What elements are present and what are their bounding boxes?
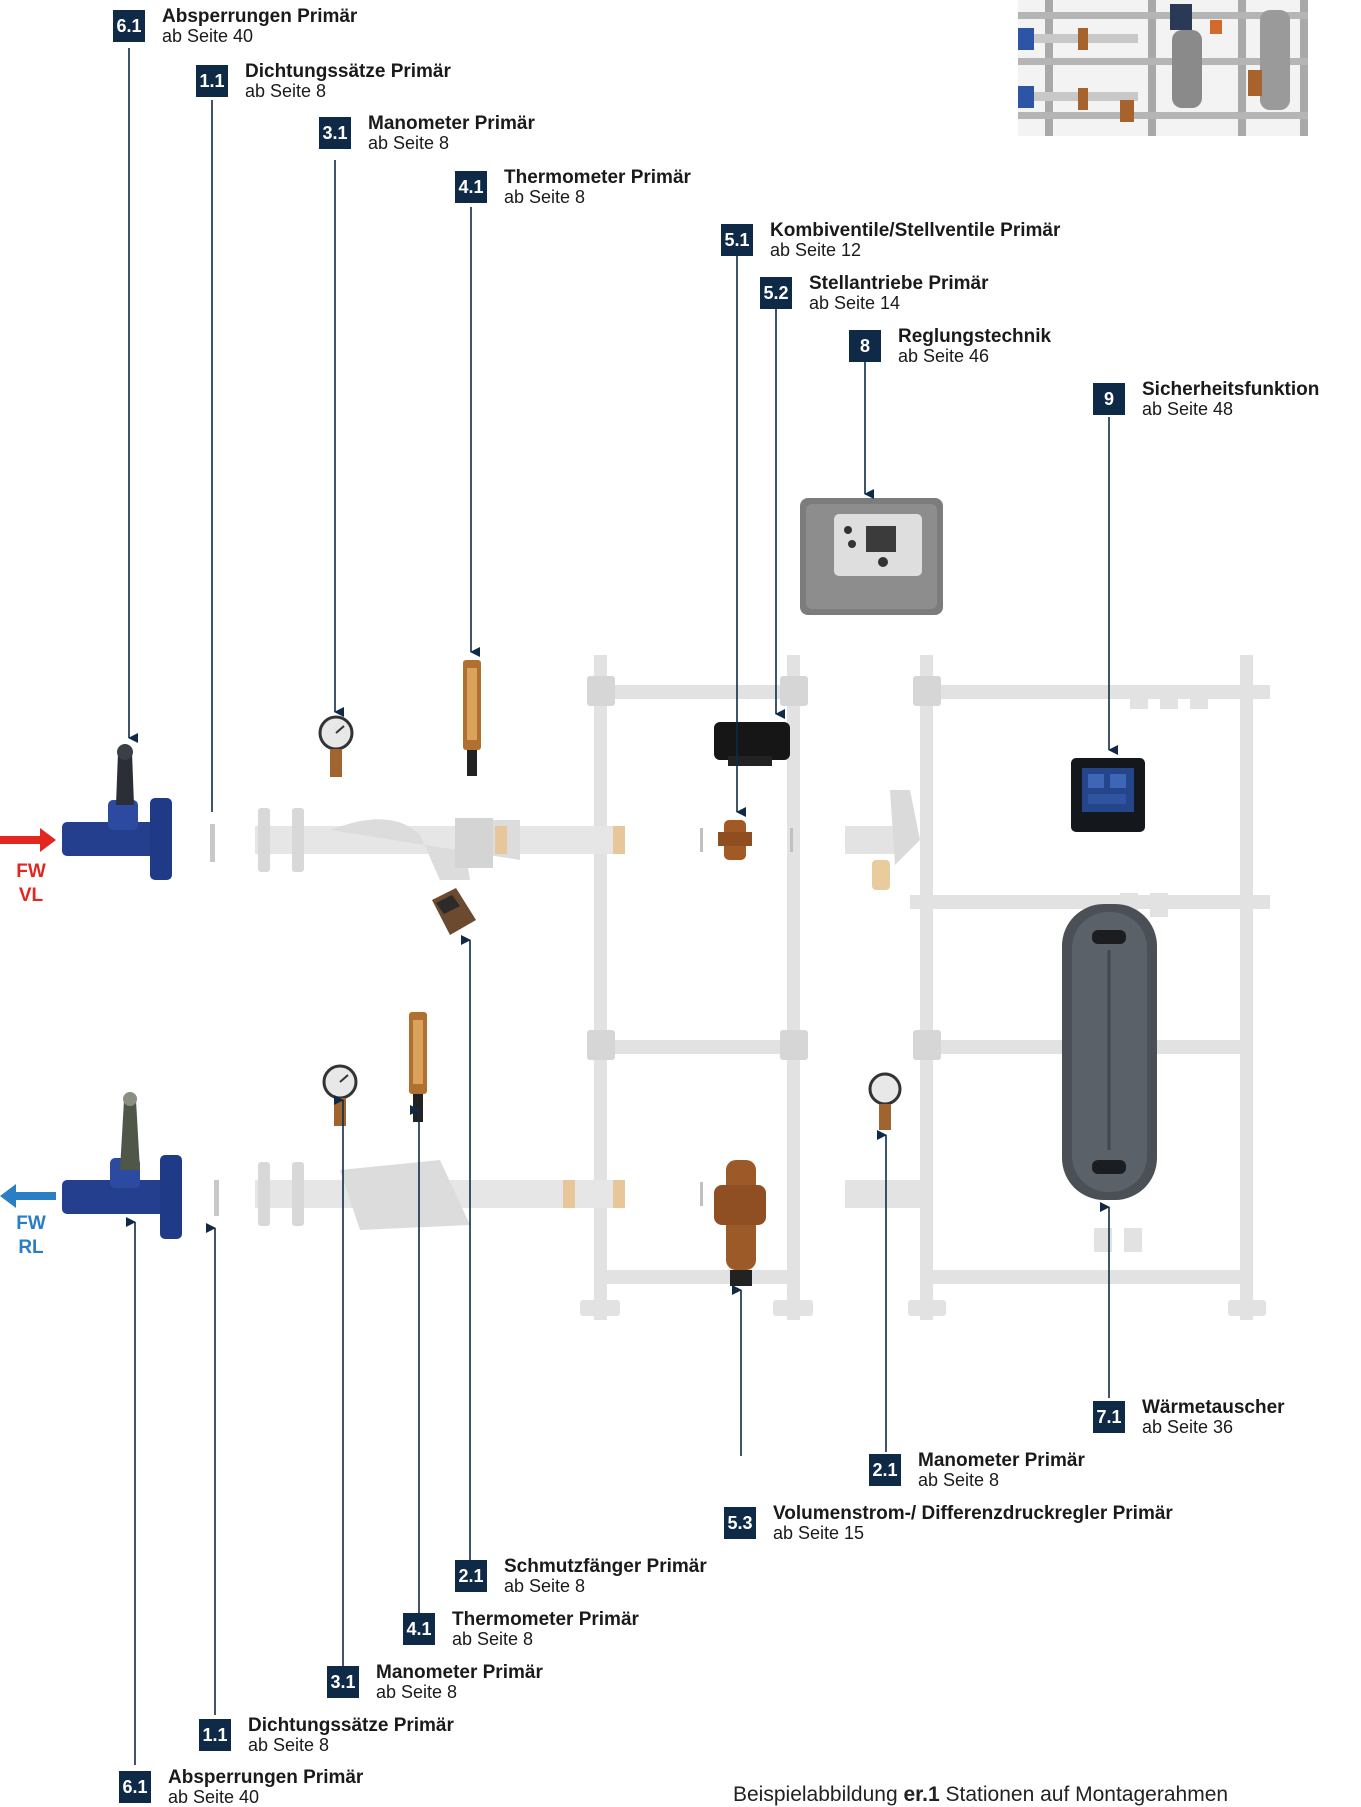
badge: 4.1 [455, 171, 487, 203]
callout-page-ref: ab Seite 8 [504, 187, 586, 207]
return-flow-arrow [0, 1184, 56, 1208]
badge: 1.1 [199, 1719, 231, 1751]
callout-title: Dichtungssätze Primär [248, 1715, 454, 1736]
flow-regulator [714, 1160, 766, 1286]
shutoff-valve-supply [62, 744, 172, 880]
callout-page-ref: ab Seite 36 [1142, 1417, 1234, 1437]
callout-page-ref: ab Seite 8 [376, 1682, 458, 1702]
callout-page-ref: ab Seite 12 [770, 240, 862, 260]
badge: 3.1 [327, 1666, 359, 1698]
badge: 6.1 [119, 1771, 151, 1803]
callout-flow-regulator: 5.3 Volumenstrom-/ Differenzdruckregler … [724, 1503, 1173, 1543]
gasket-return [214, 1180, 219, 1216]
callout-page-ref: ab Seite 15 [773, 1523, 865, 1543]
badge: 5.2 [760, 277, 792, 309]
caption-prefix: Beispielabbildung [733, 1783, 904, 1806]
caption-bold: er.1 [903, 1783, 940, 1806]
gasket-supply [210, 824, 215, 862]
safety-device [1071, 758, 1145, 832]
badge: 4.1 [403, 1613, 435, 1645]
supply-flow-line2: VL [18, 885, 44, 906]
callout-title: Dichtungssätze Primär [245, 61, 451, 82]
badge: 6.1 [113, 10, 145, 42]
badge: 9 [1093, 383, 1125, 415]
control-box [800, 498, 943, 615]
callout-page-ref: ab Seite 14 [809, 293, 901, 313]
callout-page-ref: ab Seite 8 [245, 81, 327, 101]
caption-suffix: Stationen auf Montagerahmen [939, 1783, 1229, 1806]
supply-flow-line1: FW [16, 861, 46, 882]
callout-title: Reglungstechnik [898, 326, 1052, 347]
callout-title: Stellantriebe Primär [809, 273, 989, 294]
return-flow-label: FW RL [6, 1212, 56, 1260]
callout-page-ref: ab Seite 8 [368, 133, 450, 153]
callout-page-ref: ab Seite 46 [898, 346, 990, 366]
callout-title: Wärmetauscher [1142, 1397, 1285, 1418]
combi-valve [718, 820, 752, 860]
callout-page-ref: ab Seite 8 [248, 1735, 330, 1755]
callout-title: Manometer Primär [376, 1662, 543, 1683]
shutoff-valve-return [62, 1092, 182, 1239]
callout-page-ref: ab Seite 48 [1142, 399, 1234, 419]
callout-title: Manometer Primär [918, 1450, 1085, 1471]
badge: 8 [849, 330, 881, 362]
callout-title: Thermometer Primär [452, 1609, 639, 1630]
badge: 5.1 [721, 224, 753, 256]
manometer-return-2 [868, 1072, 902, 1130]
return-flow-line1: FW [16, 1213, 46, 1234]
badge: 5.3 [724, 1507, 756, 1539]
supply-flow-arrow [0, 828, 56, 852]
badge: 3.1 [319, 117, 351, 149]
manometer-return [322, 1064, 358, 1126]
callout-page-ref: ab Seite 8 [504, 1576, 586, 1596]
callout-page-ref: ab Seite 8 [452, 1629, 534, 1649]
callout-title: Thermometer Primär [504, 167, 691, 188]
callout-title: Schmutzfänger Primär [504, 1556, 707, 1577]
badge: 2.1 [455, 1560, 487, 1592]
callout-title: Sicherheitsfunktion [1142, 379, 1320, 400]
callout-title: Absperrungen Primär [162, 6, 358, 27]
badge: 2.1 [869, 1454, 901, 1486]
return-pipe [255, 1160, 920, 1230]
callout-title: Kombiventile/Stellventile Primär [770, 220, 1061, 241]
figure-caption: Beispielabbildung er.1 Stationen auf Mon… [733, 1783, 1228, 1807]
strainer-insert [432, 888, 476, 935]
badge: 7.1 [1093, 1401, 1125, 1433]
mounting-frame [580, 655, 1270, 1320]
thermometer-return [409, 1012, 427, 1122]
actuator [714, 722, 790, 766]
supply-pipe [255, 790, 920, 890]
callout-title: Volumenstrom-/ Differenzdruckregler Prim… [773, 1503, 1173, 1524]
leader-lines [126, 48, 1118, 1765]
callout-title: Manometer Primär [368, 113, 535, 134]
manometer-supply [318, 715, 354, 777]
callout-page-ref: ab Seite 40 [168, 1787, 260, 1807]
return-flow-line2: RL [18, 1237, 44, 1258]
callout-title: Absperrungen Primär [168, 1767, 364, 1788]
thermometer-supply [463, 660, 481, 776]
badge: 1.1 [196, 65, 228, 97]
callout-page-ref: ab Seite 40 [162, 26, 254, 46]
station-thumbnail [1018, 0, 1308, 136]
callout-page-ref: ab Seite 8 [918, 1470, 1000, 1490]
heat-exchanger [1062, 904, 1157, 1200]
supply-flow-label: FW VL [6, 860, 56, 908]
